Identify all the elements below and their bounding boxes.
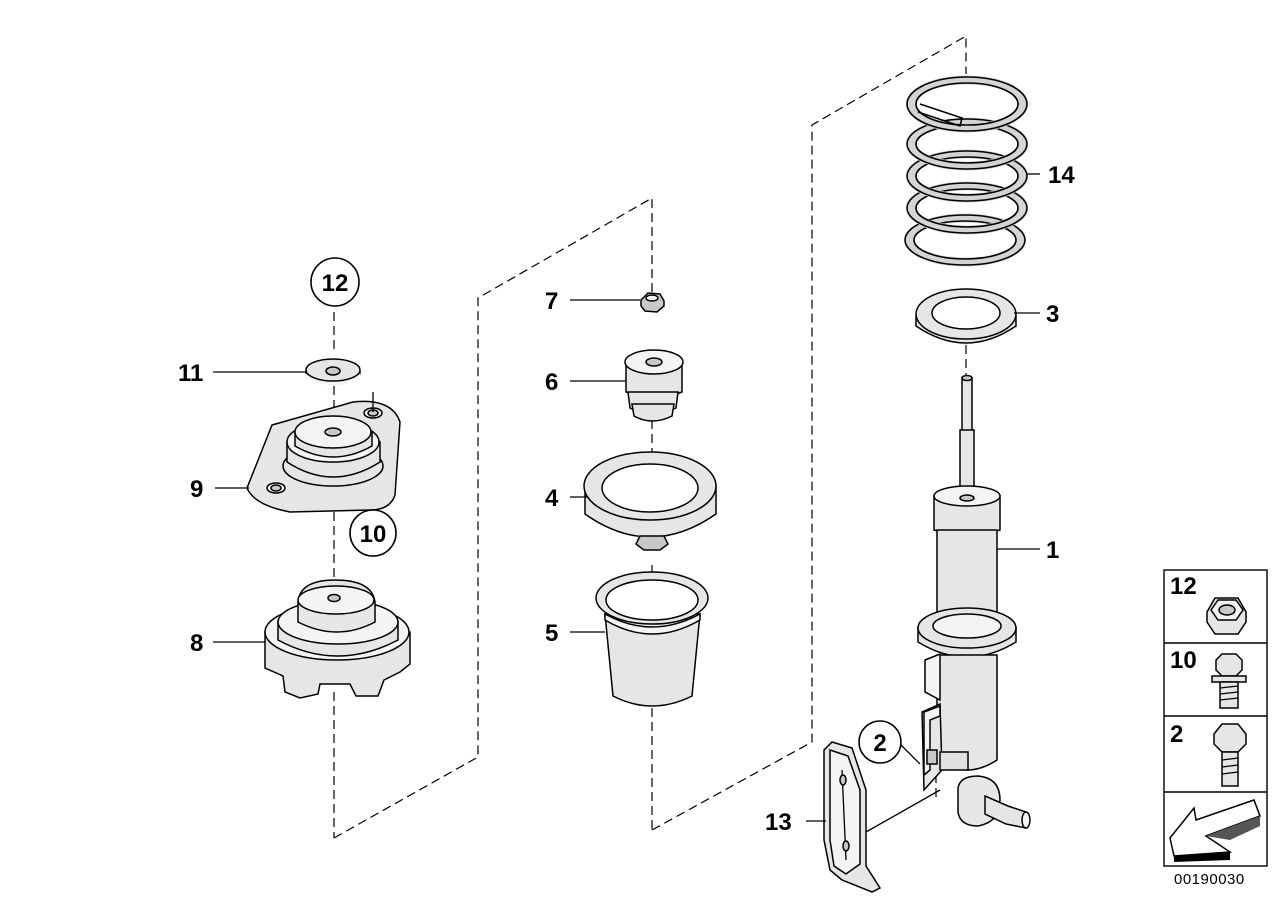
callout-7: 7 (545, 288, 558, 315)
washer-part-11 (305, 358, 361, 385)
callout-leader-lines (213, 173, 1040, 833)
strut-mount-part-9 (246, 392, 401, 513)
callout-4: 4 (545, 485, 559, 512)
callout-2: 2 (873, 730, 886, 757)
dust-cover-part-8 (264, 579, 411, 699)
hex-nut-icon (1206, 597, 1247, 635)
spring-pad-part-4 (583, 451, 717, 551)
coil-spring-part-14 (904, 75, 1028, 267)
spring-seat-part-3 (915, 288, 1017, 344)
direction-arrow-icon (1169, 799, 1261, 862)
callout-3: 3 (1046, 301, 1059, 328)
callout-5: 5 (545, 620, 558, 647)
callout-13: 13 (765, 809, 792, 836)
callout-14: 14 (1048, 162, 1075, 189)
callout-8: 8 (190, 630, 203, 657)
assembly-dashed-lines (333, 34, 967, 839)
legend-label-12: 12 (1170, 573, 1197, 600)
callout-6: 6 (545, 369, 558, 396)
callout-labels: 1 2 3 4 5 6 7 8 9 10 11 12 13 14 (178, 162, 1075, 836)
bracket-part-13 (823, 741, 882, 893)
nut-part-7 (640, 292, 665, 313)
flange-bolt-icon (1211, 653, 1247, 709)
callout-11: 11 (178, 360, 203, 387)
callout-1: 1 (1046, 537, 1059, 564)
legend-label-10: 10 (1170, 647, 1197, 674)
shock-absorber-part-1 (917, 374, 1031, 829)
legend-label-2: 2 (1170, 721, 1183, 748)
callout-circles (310, 257, 902, 764)
fastener-legend: 12 10 2 (1163, 569, 1268, 867)
callout-12: 12 (322, 270, 349, 297)
callout-9: 9 (190, 476, 203, 503)
callout-10: 10 (360, 521, 387, 548)
bump-stop-part-6 (624, 349, 684, 422)
protective-tube-part-5 (595, 571, 709, 707)
catalog-number: 00190030 (1174, 871, 1245, 888)
hex-bolt-icon (1213, 723, 1247, 787)
